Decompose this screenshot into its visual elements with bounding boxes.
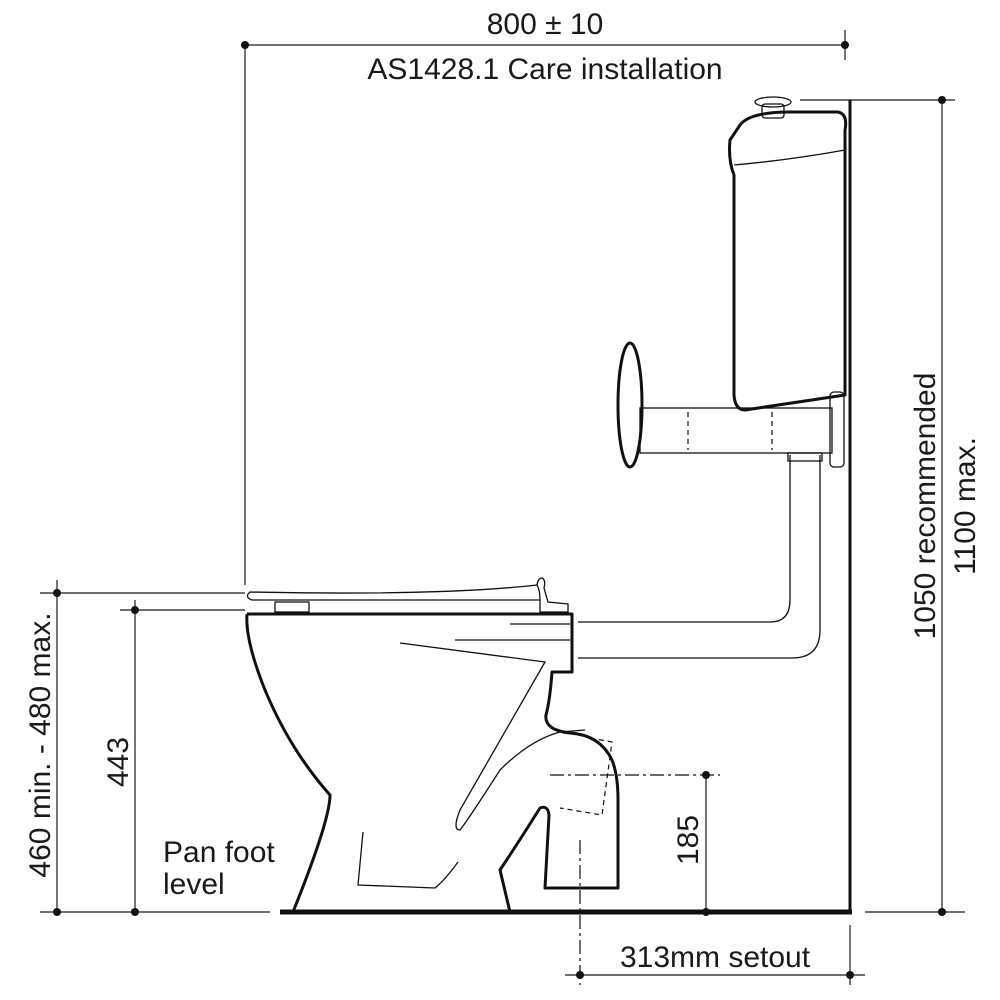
outlet-height-dimension: 185 xyxy=(550,771,720,916)
flush-pipe xyxy=(578,455,821,659)
pan-height: 443 xyxy=(102,737,135,787)
pan-foot-label-line2: level xyxy=(163,868,225,901)
width-dimension: 800 ± 10 AS1428.1 Care installation xyxy=(241,8,849,585)
cistern-height-dimension: 1050 recommended 1100 max. xyxy=(800,96,982,916)
pan-foot-label-line1: Pan foot xyxy=(163,836,275,869)
width-value: 800 ± 10 xyxy=(487,8,604,41)
seat-height-range: 460 min. - 480 max. xyxy=(24,612,57,877)
cistern xyxy=(728,96,848,412)
cistern-height-max: 1100 max. xyxy=(949,437,982,575)
toilet-pan xyxy=(245,612,620,913)
flush-button xyxy=(761,103,785,119)
cistern-height-recommended: 1050 recommended xyxy=(909,373,942,640)
pan-height-dimension: 443 xyxy=(102,600,245,916)
setout-value: 313mm setout xyxy=(620,941,811,974)
outlet-height: 185 xyxy=(672,815,705,865)
toilet-seat xyxy=(246,577,569,613)
cistern-bracket xyxy=(616,341,845,469)
width-caption: AS1428.1 Care installation xyxy=(367,53,722,86)
seat-height-dimension: 460 min. - 480 max. xyxy=(24,580,270,916)
setout-dimension: 313mm setout xyxy=(565,840,865,985)
